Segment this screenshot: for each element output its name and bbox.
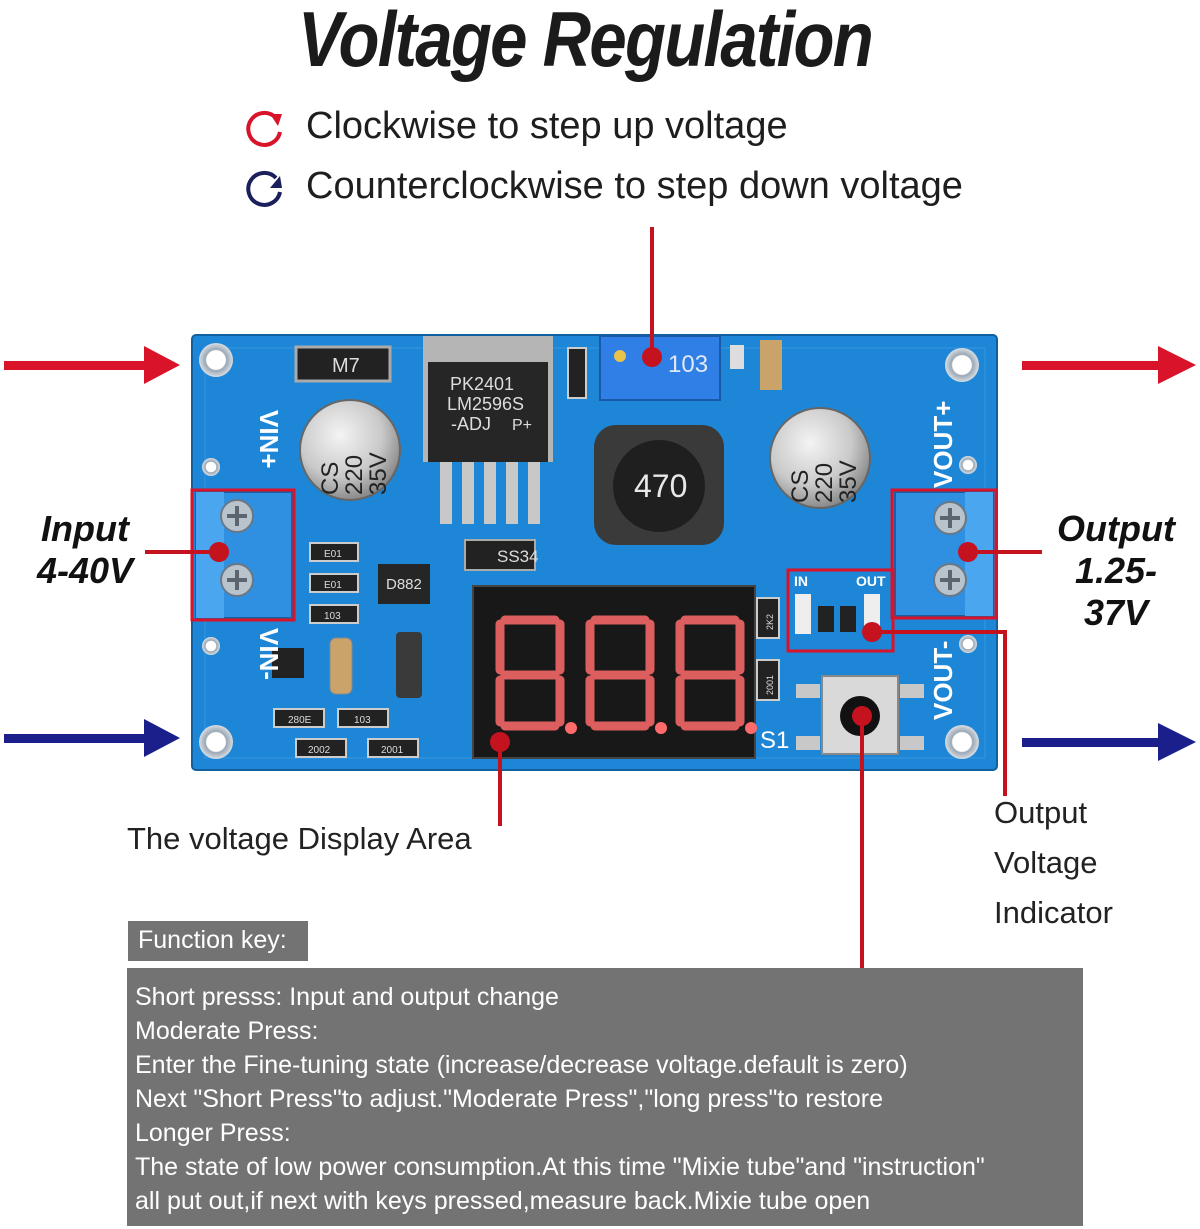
seven-segment-display bbox=[472, 585, 757, 759]
function-line: Longer Press: bbox=[135, 1119, 291, 1147]
svg-text:220: 220 bbox=[811, 463, 838, 503]
svg-text:470: 470 bbox=[634, 468, 687, 504]
function-line: Next "Short Press"to adjust."Moderate Pr… bbox=[135, 1085, 884, 1113]
output-positive-arrow bbox=[1022, 346, 1196, 384]
input-label: Input 4-40V bbox=[30, 508, 140, 592]
svg-text:S1: S1 bbox=[760, 727, 789, 754]
diode-m7: M7 bbox=[294, 345, 392, 383]
mounting-hole bbox=[945, 725, 979, 759]
transistor-d882: D882 bbox=[378, 564, 430, 604]
output-negative-arrow bbox=[1022, 723, 1196, 761]
potentiometer: 103 bbox=[599, 335, 721, 401]
svg-text:SS34: SS34 bbox=[497, 547, 539, 566]
svg-text:2001: 2001 bbox=[765, 675, 775, 695]
svg-text:LM2596S: LM2596S bbox=[447, 394, 524, 414]
svg-text:220: 220 bbox=[341, 455, 368, 495]
output-label: Output 1.25-37V bbox=[1046, 508, 1186, 634]
function-line: all put out,if next with keys pressed,me… bbox=[135, 1187, 871, 1215]
callout-lines bbox=[145, 227, 1042, 968]
input-label-line1: Input bbox=[41, 508, 129, 549]
legend-clockwise-text: Clockwise to step up voltage bbox=[306, 105, 788, 148]
resistor-2001: 2001 bbox=[367, 738, 419, 758]
input-label-line2: 4-40V bbox=[36, 550, 134, 591]
legend-clockwise: Clockwise to step up voltage bbox=[240, 104, 788, 152]
mounting-hole bbox=[199, 343, 233, 377]
svg-text:OUT: OUT bbox=[856, 573, 886, 589]
resistor-2002: 2002 bbox=[295, 738, 347, 758]
svg-text:2001: 2001 bbox=[381, 745, 404, 756]
resistor-280e: 280E bbox=[273, 708, 325, 728]
indicator-line3: Indicator bbox=[994, 895, 1113, 930]
svg-text:35V: 35V bbox=[365, 452, 392, 495]
svg-text:D882: D882 bbox=[386, 576, 422, 593]
input-positive-arrow bbox=[4, 346, 180, 384]
page-title: Voltage Regulation bbox=[297, 0, 874, 83]
svg-text:P+: P+ bbox=[512, 417, 532, 434]
resistor-103: 103 bbox=[309, 604, 359, 624]
indicator-line2: Voltage bbox=[994, 845, 1098, 880]
resistor-103: 103 bbox=[337, 708, 389, 728]
function-key-description: Short presss: Input and output change Mo… bbox=[127, 968, 1083, 1226]
resistor-2k2: 2K2 bbox=[756, 597, 780, 639]
svg-text:E01: E01 bbox=[324, 580, 342, 591]
svg-text:280E: 280E bbox=[288, 715, 312, 726]
legend-counterclockwise-text: Counterclockwise to step down voltage bbox=[306, 165, 963, 208]
display-area-label: The voltage Display Area bbox=[127, 821, 472, 856]
vin-minus-label: VIN- bbox=[254, 628, 284, 680]
counterclockwise-icon bbox=[246, 170, 282, 207]
legend-counterclockwise: Counterclockwise to step down voltage bbox=[240, 164, 963, 212]
vout-plus-label: VOUT+ bbox=[928, 401, 958, 488]
regulator-chip: PK2401 LM2596S -ADJ P+ bbox=[423, 336, 553, 524]
function-line: Moderate Press: bbox=[135, 1017, 319, 1045]
function-line: Short presss: Input and output change bbox=[135, 983, 559, 1011]
svg-text:M7: M7 bbox=[332, 355, 360, 377]
inductor: 470 bbox=[594, 425, 724, 545]
output-voltage-indicator-label: Output Voltage Indicator bbox=[994, 788, 1113, 938]
svg-text:103: 103 bbox=[668, 351, 708, 378]
resistor-e01: E01 bbox=[309, 542, 359, 562]
svg-text:IN: IN bbox=[794, 573, 808, 589]
input-negative-arrow bbox=[4, 719, 180, 757]
function-line: Enter the Fine-tuning state (increase/de… bbox=[135, 1051, 908, 1079]
svg-text:E01: E01 bbox=[324, 549, 342, 560]
indicator-line1: Output bbox=[994, 795, 1088, 830]
svg-text:2002: 2002 bbox=[308, 745, 331, 756]
svg-text:CS: CS bbox=[787, 470, 814, 503]
svg-text:103: 103 bbox=[324, 611, 341, 622]
svg-text:103: 103 bbox=[354, 715, 371, 726]
resistor-2001: 2001 bbox=[756, 659, 780, 701]
diode-ss34: SS34 bbox=[464, 539, 539, 571]
resistor-e01: E01 bbox=[309, 573, 359, 593]
function-line: The state of low power consumption.At th… bbox=[135, 1153, 985, 1181]
svg-text:-ADJ: -ADJ bbox=[451, 414, 491, 434]
mounting-hole bbox=[199, 725, 233, 759]
capacitor-right: CS 220 35V bbox=[769, 407, 871, 509]
svg-text:2K2: 2K2 bbox=[765, 614, 775, 630]
svg-text:CS: CS bbox=[317, 462, 344, 495]
function-key-heading: Function key: bbox=[128, 921, 308, 961]
svg-text:PK2401: PK2401 bbox=[450, 374, 514, 394]
vin-plus-label: VIN+ bbox=[254, 410, 284, 469]
svg-text:35V: 35V bbox=[835, 460, 862, 503]
vout-minus-label: VOUT- bbox=[928, 641, 958, 720]
clockwise-icon bbox=[246, 110, 282, 147]
mounting-hole bbox=[945, 348, 979, 382]
output-label-line2: 1.25-37V bbox=[1074, 550, 1158, 633]
capacitor-left: CS 220 35V bbox=[299, 399, 401, 501]
output-label-line1: Output bbox=[1057, 508, 1175, 549]
